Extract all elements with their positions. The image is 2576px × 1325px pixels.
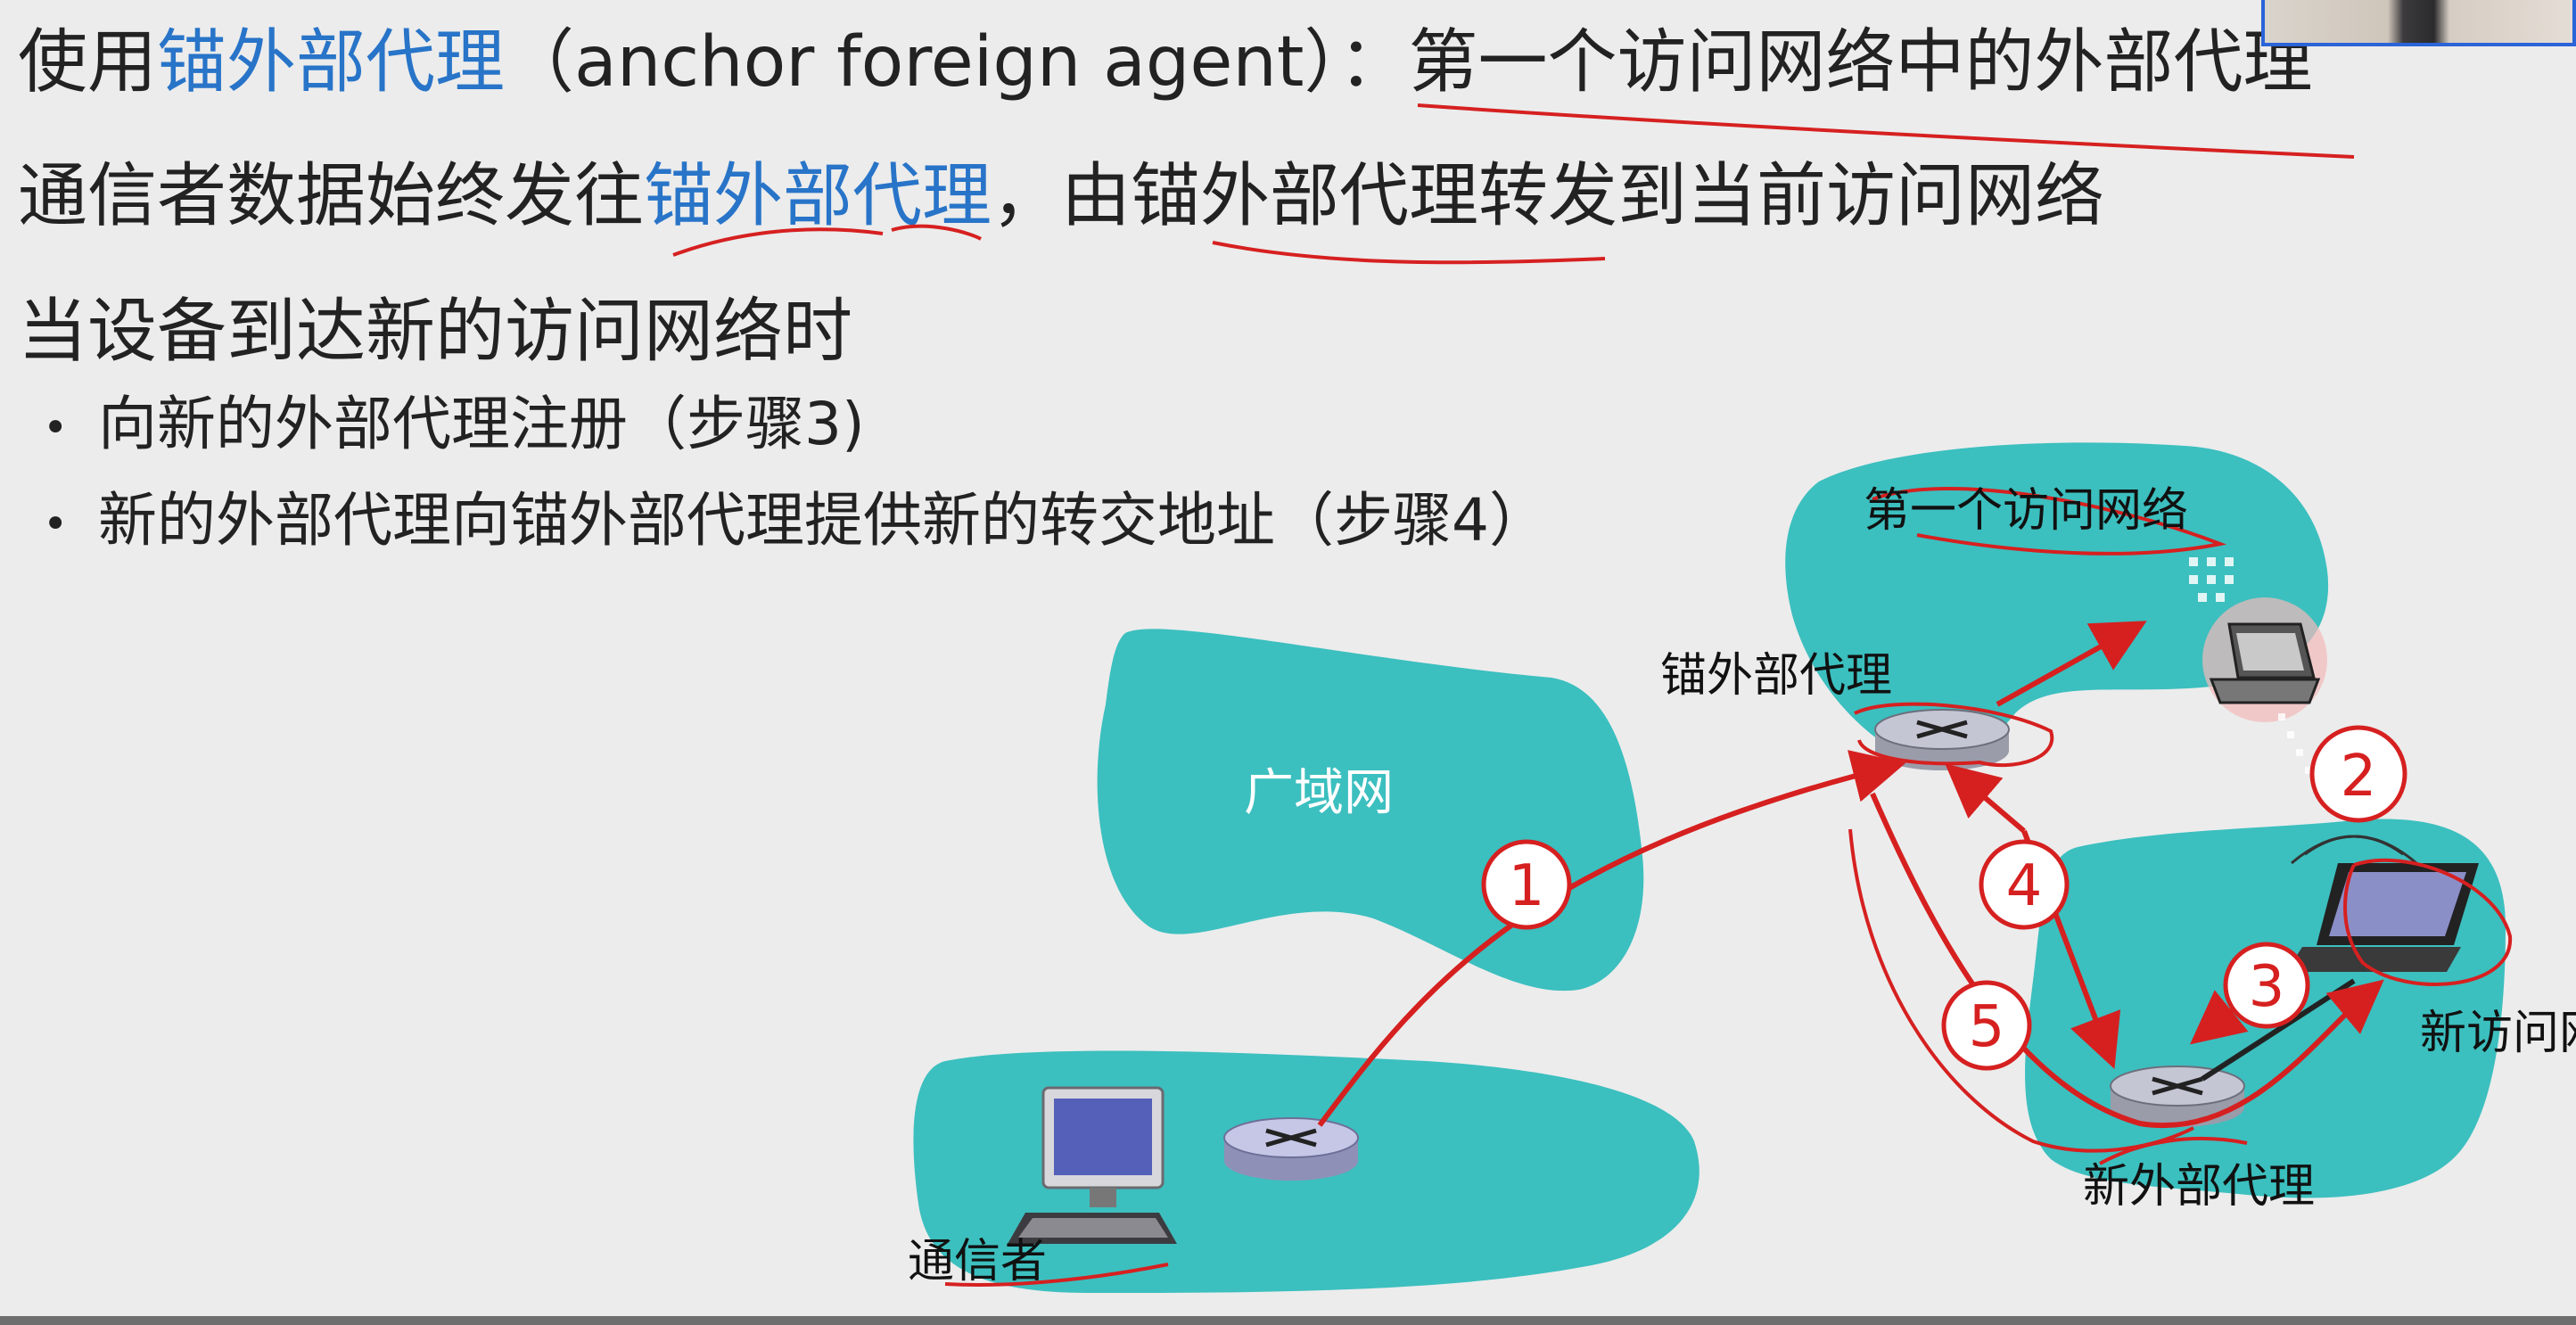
underline-forward bbox=[1212, 241, 1606, 265]
line1-term: 锚外部代理 bbox=[157, 22, 506, 103]
bullet-item-care-of-address: • 新的外部代理向锚外部代理提供新的转交地址（步骤4） bbox=[43, 486, 1548, 555]
loop-anchor-router bbox=[1854, 702, 2054, 767]
first-network-label: 第一个访问网络 bbox=[1864, 484, 2188, 538]
new-laptop-icon bbox=[2286, 863, 2479, 972]
arrow-step4 bbox=[1945, 763, 2026, 834]
step-circle-4: 4 bbox=[1979, 839, 2070, 930]
step-circle-2: 2 bbox=[2309, 725, 2407, 823]
wan-label: 广域网 bbox=[1244, 764, 1394, 822]
correspondent-router bbox=[1223, 1117, 1359, 1181]
new-network-label: 新访问网 bbox=[2420, 1007, 2576, 1060]
heading-line-forwarding: 通信者数据始终发往锚外部代理，由锚外部代理转发到当前访问网络 bbox=[18, 156, 2105, 236]
heading-line-new-network: 当设备到达新的访问网络时 bbox=[18, 292, 853, 372]
svg-text:3: 3 bbox=[2249, 954, 2285, 1020]
correspondent-label: 通信者 bbox=[908, 1235, 1047, 1288]
arrow-anchor-to-first bbox=[1996, 621, 2147, 707]
anchor-agent-label: 锚外部代理 bbox=[1660, 649, 1892, 703]
underline-definition bbox=[1417, 103, 2355, 159]
line2-term: 锚外部代理 bbox=[644, 156, 992, 236]
line2-prefix: 通信者数据始终发往 bbox=[18, 156, 645, 236]
handwritten-annotations bbox=[672, 103, 2513, 1287]
svg-text:4: 4 bbox=[2006, 853, 2043, 919]
first-network-cloud bbox=[1785, 442, 2329, 765]
bullet-dot: • bbox=[43, 498, 69, 549]
line1-prefix: 使用 bbox=[18, 22, 158, 103]
wifi-waves-icon bbox=[2291, 835, 2417, 865]
line1-suffix: （anchor foreign agent）： bbox=[505, 22, 1409, 103]
svg-text:5: 5 bbox=[1969, 994, 2005, 1060]
loop-new-laptop bbox=[2343, 858, 2513, 986]
step-circle-3: 3 bbox=[2223, 942, 2310, 1029]
old-laptop-icon bbox=[2202, 597, 2327, 722]
line2-suffix: ，由锚外部代理转发到当前访问网络 bbox=[992, 156, 2105, 236]
heading-line-anchor-definition: 使用锚外部代理（anchor foreign agent）：第一个访问网络中的外… bbox=[18, 22, 2313, 103]
step-circle-5: 5 bbox=[1941, 980, 2032, 1071]
new-agent-label: 新外部代理 bbox=[2083, 1160, 2315, 1214]
bullet-text: 新的外部代理向锚外部代理提供新的转交地址（步骤4） bbox=[98, 486, 1548, 555]
arrow-step5 bbox=[1870, 792, 2384, 1129]
line1-definition: 第一个访问网络中的外部代理 bbox=[1408, 22, 2313, 103]
svg-text:1: 1 bbox=[1509, 853, 1545, 919]
bullet-item-register: • 向新的外部代理注册（步骤3) bbox=[43, 390, 865, 458]
correspondent-computer-icon bbox=[1008, 1086, 1177, 1244]
bullet-dot: • bbox=[43, 402, 69, 453]
underline-correspondent bbox=[944, 1263, 1169, 1287]
step-circle-1: 1 bbox=[1481, 839, 1572, 930]
bottom-bar bbox=[0, 1316, 2576, 1325]
signal-dots bbox=[2189, 557, 2330, 810]
webcam-thumbnail bbox=[2261, 0, 2576, 46]
underline-agent-term bbox=[891, 224, 983, 241]
svg-text:2: 2 bbox=[2341, 744, 2377, 810]
bullet-text: 向新的外部代理注册（步骤3) bbox=[98, 390, 865, 458]
underline-new-agent bbox=[2099, 1136, 2248, 1165]
loop-first-network bbox=[1872, 487, 2227, 556]
anchor-router bbox=[1874, 709, 2010, 770]
underline-anchor-term bbox=[672, 227, 884, 257]
